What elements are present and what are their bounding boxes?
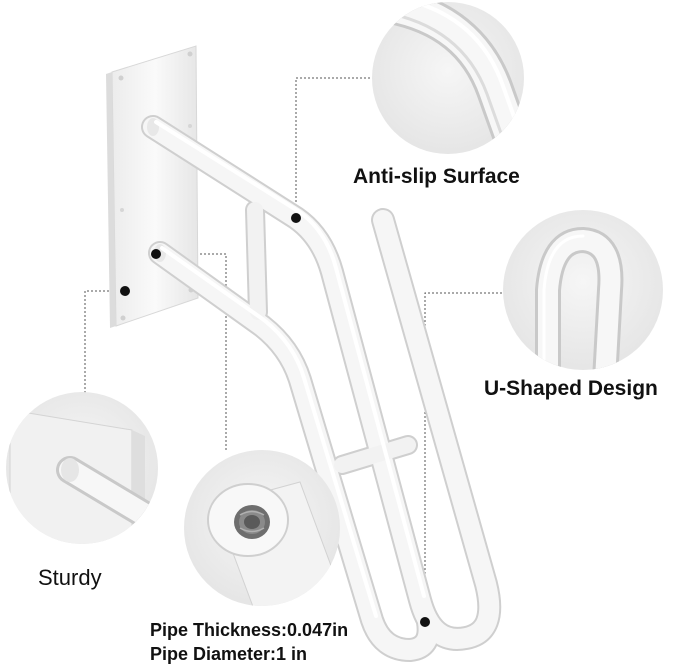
callout-dots bbox=[120, 213, 430, 627]
leader-pipe bbox=[156, 253, 227, 452]
pipe-thickness-label: Pipe Thickness:0.047in bbox=[150, 620, 349, 640]
pipe-diameter-label: Pipe Diameter:1 in bbox=[150, 644, 308, 664]
u-shaped-label: U-Shaped Design bbox=[484, 377, 658, 400]
anti-slip-label: Anti-slip Surface bbox=[353, 165, 520, 188]
detail-circle-sturdy bbox=[6, 392, 158, 544]
pipe-specs: Pipe Thickness:0.047in Pipe Diameter:1 i… bbox=[150, 618, 348, 666]
detail-circle-pipe-end bbox=[184, 450, 340, 606]
grab-bar bbox=[141, 115, 502, 662]
detail-circle-anti-slip bbox=[372, 2, 524, 154]
leader-anti-slip bbox=[295, 77, 374, 218]
dot-pipe bbox=[151, 249, 161, 259]
dot-anti-slip bbox=[291, 213, 301, 223]
leader-u-shaped bbox=[424, 292, 505, 622]
detail-circle-u-shaped bbox=[503, 210, 663, 370]
sturdy-label: Sturdy bbox=[38, 565, 102, 590]
dot-sturdy bbox=[120, 286, 130, 296]
wall-plate bbox=[106, 45, 199, 328]
dot-u-shaped bbox=[420, 617, 430, 627]
